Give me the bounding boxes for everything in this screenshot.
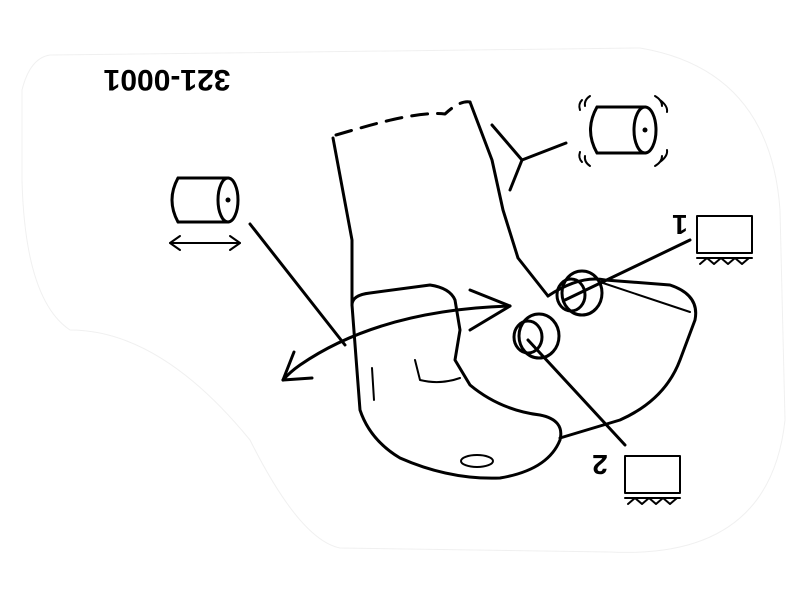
part-number-label: 321-0001: [104, 63, 231, 96]
rotation-arrow-icon: [281, 288, 512, 382]
fixed-mount-symbol-2: [624, 455, 681, 505]
contact-point-1: [555, 269, 604, 317]
contact-point-2: [512, 312, 561, 360]
foot-illustration: [331, 100, 698, 480]
foot-sole: [350, 283, 563, 480]
cylinder-vibrate-icon: [578, 95, 669, 167]
forefoot-outline: [546, 277, 698, 440]
cylinder-slide-icon: [169, 176, 241, 251]
fixed-mount-symbol-1: [696, 215, 753, 265]
leader-slide-cylinder: [248, 222, 347, 347]
callout-2: 2: [592, 449, 608, 480]
leader-vibrate-cylinder: [520, 141, 568, 162]
heel-detail: [371, 359, 461, 401]
contact-points: [512, 269, 604, 360]
leg-outline-right: [468, 100, 550, 298]
forefoot-line: [599, 281, 691, 313]
leg-outline: [331, 136, 354, 307]
callout-1: 1: [672, 209, 688, 240]
heel-oval: [460, 454, 494, 468]
leader-line-1: [563, 238, 692, 302]
leg-cut-line: [334, 100, 472, 137]
background-shape: [21, 47, 786, 553]
leader-line-2: [526, 338, 627, 447]
